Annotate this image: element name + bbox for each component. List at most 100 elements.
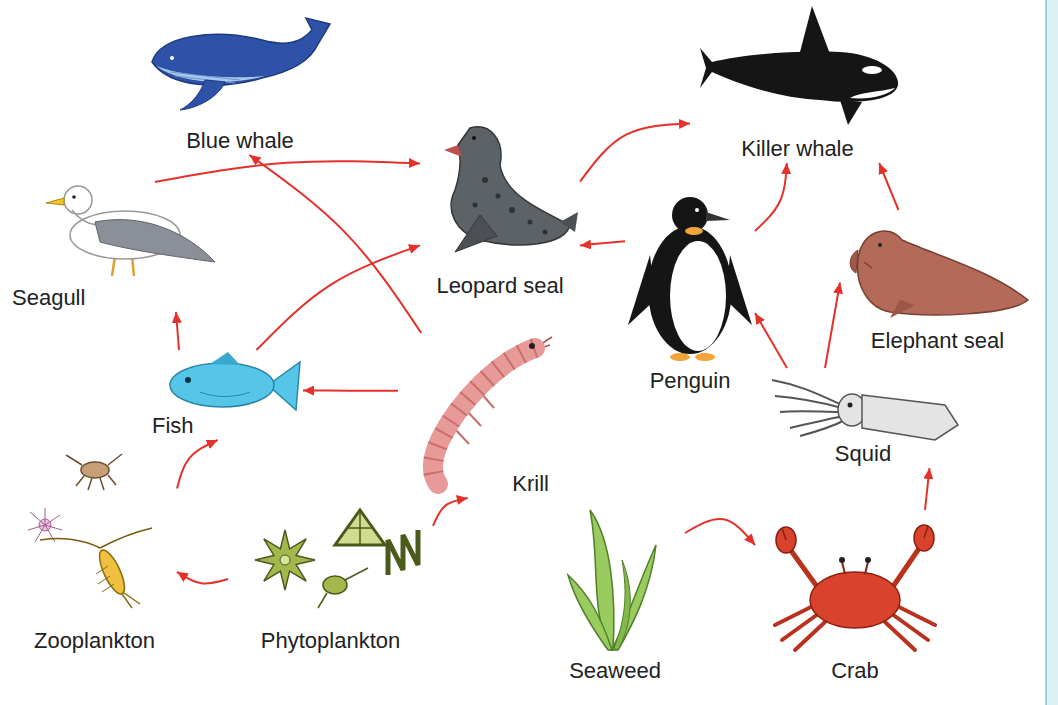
- leopard-seal-drawing: [560, 212, 578, 232]
- krill-drawing: [433, 348, 535, 484]
- organism-label-group: Zooplankton: [34, 628, 155, 653]
- killer-whale-drawing: [800, 6, 830, 54]
- fish-drawing: [185, 377, 191, 383]
- leopard-seal-drawing: [482, 177, 488, 183]
- krill-drawing: [433, 337, 552, 484]
- zooplankton-drawing: [28, 508, 62, 542]
- organism-node: Fish: [148, 350, 303, 440]
- elephant-seal-drawing: [878, 243, 882, 247]
- feeding-arrow: [177, 572, 228, 584]
- organism-name: Penguin: [650, 368, 731, 393]
- leopard-seal-drawing: [528, 220, 533, 225]
- leopard-seal-drawing: [543, 230, 548, 235]
- zooplankton-drawing: [40, 528, 152, 548]
- penguin-drawing: [628, 197, 752, 361]
- feeding-arrow: [580, 241, 625, 245]
- phytoplankton-drawing: [388, 530, 418, 575]
- organism-node: Crab: [755, 510, 955, 685]
- feeding-arrow: [580, 124, 690, 182]
- leopard-seal-drawing: [451, 127, 570, 245]
- squid-drawing: [862, 395, 958, 440]
- organism-node: Seagull: [8, 182, 218, 312]
- squid-drawing: [848, 403, 853, 408]
- squid-drawing: [772, 380, 842, 405]
- elephant-seal-drawing: [864, 262, 872, 268]
- penguin-drawing: [695, 208, 699, 212]
- organism-label-group: Elephant seal: [871, 328, 1004, 353]
- killer-whale-drawing: [700, 6, 898, 125]
- elephant-seal-drawing: [890, 300, 915, 318]
- leopard-seal-drawing: [444, 145, 462, 157]
- seagull-drawing: [72, 195, 76, 199]
- blue-whale-drawing: [170, 56, 174, 60]
- organism-node: Blue whale: [145, 5, 335, 155]
- krill-drawing: [433, 348, 535, 484]
- feeding-arrow: [825, 283, 840, 369]
- krill-drawing: [529, 343, 535, 349]
- blue-whale-drawing: [156, 66, 265, 82]
- organism-label-group: Seaweed: [569, 658, 661, 683]
- feeding-arrow: [250, 155, 422, 333]
- phytoplankton-drawing: [318, 568, 368, 608]
- organism-label-group: Leopard seal: [436, 273, 563, 298]
- organism-name: Fish: [152, 413, 194, 438]
- penguin-drawing: [670, 241, 726, 351]
- leopard-seal-drawing: [444, 127, 578, 252]
- killer-whale-drawing: [700, 48, 898, 102]
- feeding-arrow: [155, 161, 420, 182]
- feeding-arrow: [925, 468, 930, 510]
- leopard-seal-drawing: [509, 207, 515, 213]
- blue-whale-drawing: [152, 18, 330, 85]
- organism-name: Killer whale: [741, 136, 854, 161]
- feeding-arrow: [177, 440, 218, 489]
- phytoplankton-drawing: [280, 555, 290, 565]
- penguin-drawing: [706, 212, 730, 221]
- organism-label-group: Krill: [512, 471, 549, 496]
- blue-whale-drawing: [180, 80, 225, 110]
- seaweed-drawing: [612, 545, 656, 650]
- organism-node: Squid: [768, 368, 958, 468]
- feeding-arrow: [303, 390, 398, 392]
- phytoplankton-drawing: [255, 530, 315, 590]
- zooplankton-drawing: [66, 454, 122, 490]
- seaweed-drawing: [568, 510, 656, 650]
- organism-name: Phytoplankton: [261, 628, 400, 653]
- organism-label-group: Fish: [152, 413, 194, 438]
- squid-drawing: [800, 420, 845, 436]
- organism-name: Squid: [835, 441, 891, 466]
- organism-name: Blue whale: [186, 128, 294, 153]
- crab-drawing: [839, 557, 845, 563]
- feeding-arrow: [755, 313, 787, 368]
- organism-name: Leopard seal: [436, 273, 563, 298]
- leopard-seal-drawing: [496, 194, 501, 199]
- crab-drawing: [842, 562, 868, 574]
- feeding-arrow: [176, 312, 179, 350]
- squid-drawing: [775, 396, 842, 408]
- organism-name: Seaweed: [569, 658, 661, 683]
- leopard-seal-drawing: [455, 215, 497, 252]
- blue-whale-drawing: [152, 18, 330, 110]
- zooplankton-drawing: [28, 454, 152, 608]
- organism-label-group: Penguin: [650, 368, 731, 393]
- feeding-arrow: [879, 163, 898, 210]
- leopard-seal-drawing: [472, 136, 476, 140]
- crab-drawing: [775, 525, 935, 650]
- organism-node: Phytoplankton: [228, 503, 433, 655]
- squid-drawing: [772, 380, 958, 440]
- feeding-arrow: [433, 498, 468, 526]
- page-edge-band: [1046, 0, 1058, 705]
- leopard-seal-drawing: [473, 203, 478, 208]
- seagull-drawing: [95, 220, 215, 262]
- organism-name: Crab: [831, 658, 879, 683]
- zooplankton-drawing: [95, 547, 130, 597]
- killer-whale-drawing: [862, 66, 882, 74]
- phytoplankton-drawing: [323, 576, 347, 594]
- organism-label-group: Phytoplankton: [261, 628, 400, 653]
- penguin-drawing: [726, 255, 752, 325]
- organism-name: Seagull: [12, 285, 85, 310]
- zooplankton-drawing: [81, 462, 109, 478]
- organism-label-group: Seagull: [12, 285, 85, 310]
- fish-drawing: [170, 352, 300, 410]
- organism-node: Seaweed: [545, 495, 685, 685]
